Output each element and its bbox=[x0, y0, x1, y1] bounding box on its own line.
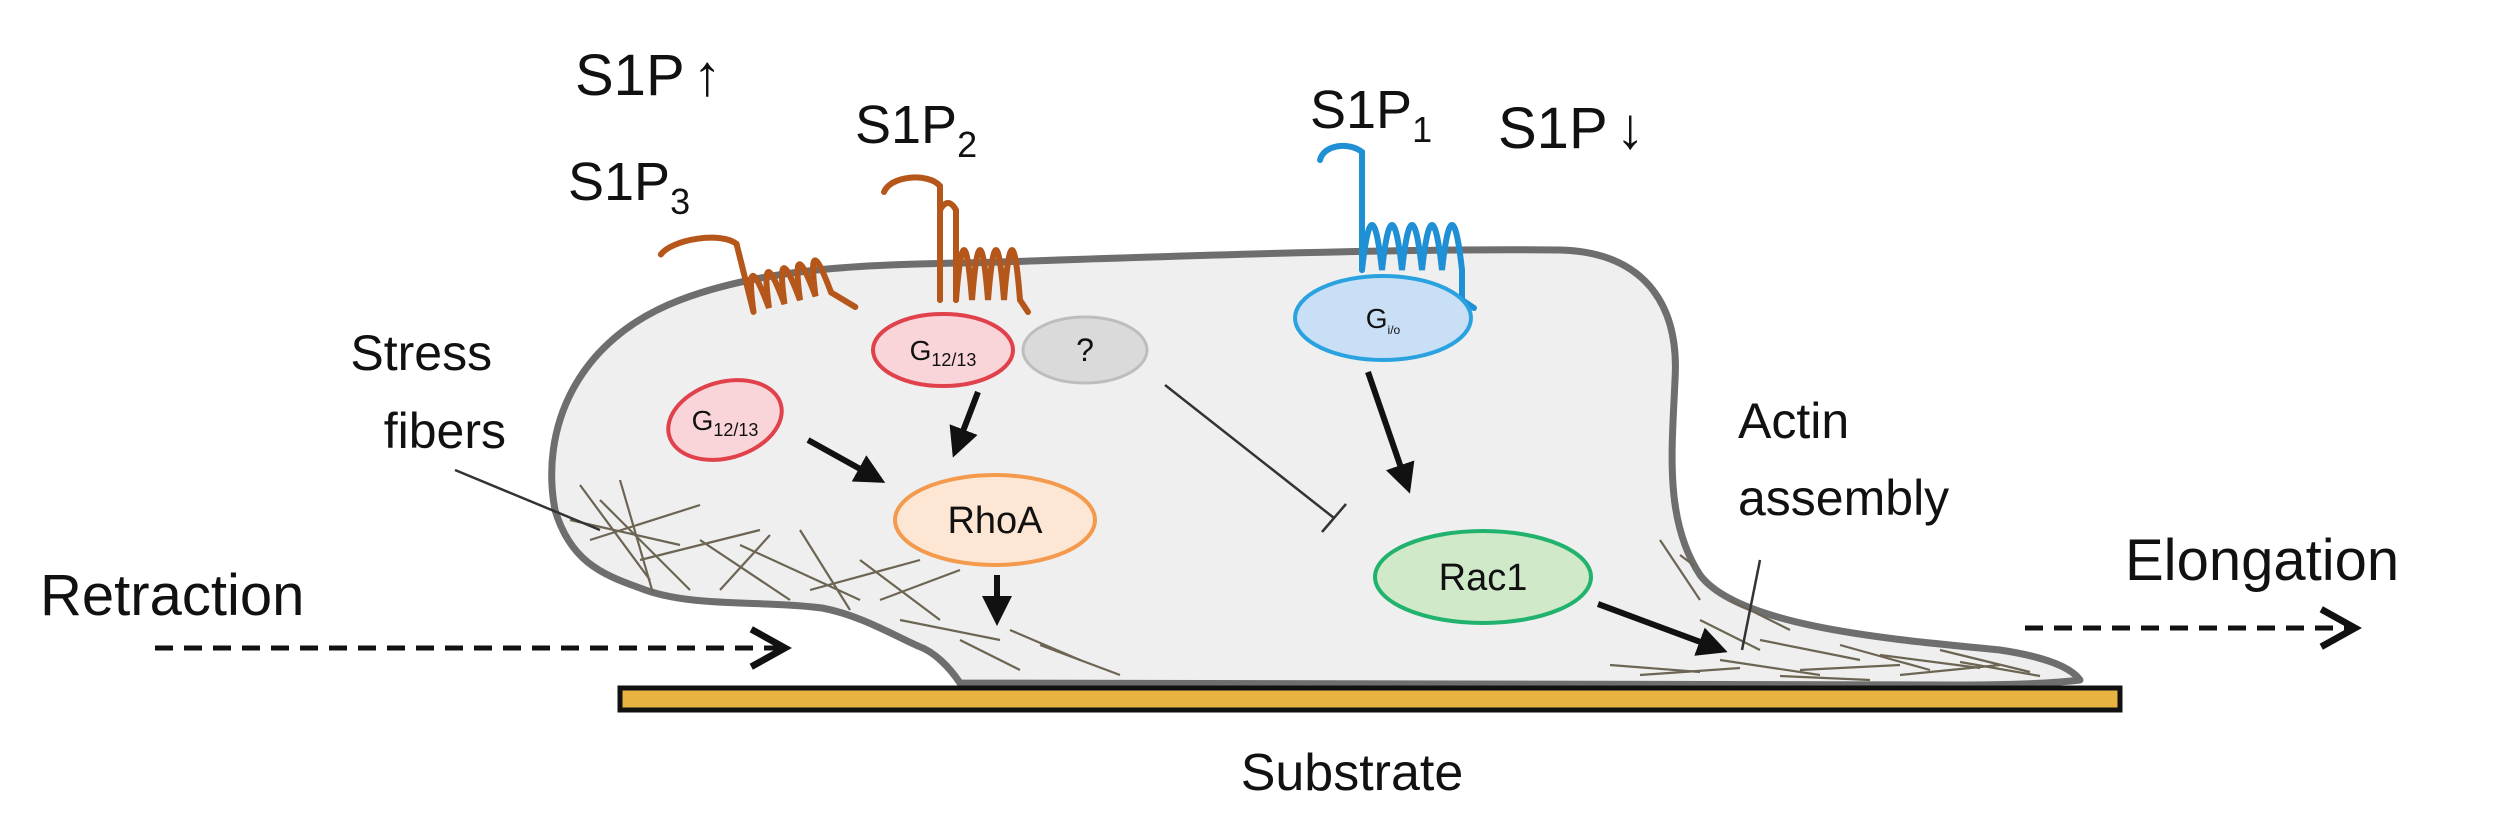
s1p-up-label: S1P↑ bbox=[575, 43, 722, 108]
substrate-bar bbox=[617, 685, 2123, 713]
unknown-node: ? bbox=[1021, 315, 1149, 385]
svg-text:G12/13: G12/13 bbox=[910, 335, 977, 370]
g1213-left-node: G12/13 bbox=[666, 378, 784, 462]
svg-text:Gi/o: Gi/o bbox=[1366, 303, 1401, 337]
s1p2-receptor bbox=[881, 174, 1031, 315]
gi-node: Gi/o bbox=[1293, 274, 1473, 362]
svg-text:RhoA: RhoA bbox=[947, 500, 1043, 542]
actin-assembly-pointer bbox=[1740, 559, 1762, 651]
rhoa-node: RhoA bbox=[893, 473, 1097, 567]
s1p-down-label: S1P↓ bbox=[1498, 96, 1645, 161]
stress-fibers-label: Stress fibers bbox=[350, 325, 506, 459]
arrow-rac1-to-actin bbox=[1596, 601, 1728, 656]
stress-fibers-pointer bbox=[454, 468, 601, 532]
svg-text:?: ? bbox=[1076, 332, 1094, 368]
s1p2-label: S1P2 bbox=[855, 95, 977, 165]
arrow-gi-to-rac1 bbox=[1365, 371, 1415, 494]
svg-text:G12/13: G12/13 bbox=[692, 405, 759, 440]
s1p3-receptor bbox=[657, 234, 859, 315]
substrate-label: Substrate bbox=[1241, 744, 1464, 802]
s1p3-label: S1P3 bbox=[568, 152, 690, 222]
actin-fibers-right bbox=[1609, 539, 2041, 682]
arrow-g1213left-to-rhoa bbox=[806, 437, 886, 483]
svg-text:Rac1: Rac1 bbox=[1439, 557, 1528, 599]
retraction-label: Retraction bbox=[40, 563, 304, 628]
rac1-node: Rac1 bbox=[1373, 529, 1593, 625]
inhibition-unknown-to-rac1 bbox=[1164, 384, 1347, 533]
signaling-arrows bbox=[806, 371, 1728, 656]
stress-fibers-left bbox=[569, 479, 1121, 677]
g1213-right-node: G12/13 bbox=[871, 312, 1015, 388]
elongation-label: Elongation bbox=[2125, 528, 2399, 593]
arrow-g1213right-to-rhoa bbox=[949, 390, 981, 458]
actin-assembly-label: Actin assembly bbox=[1738, 393, 1949, 526]
s1p1-label: S1P1 bbox=[1310, 80, 1432, 150]
